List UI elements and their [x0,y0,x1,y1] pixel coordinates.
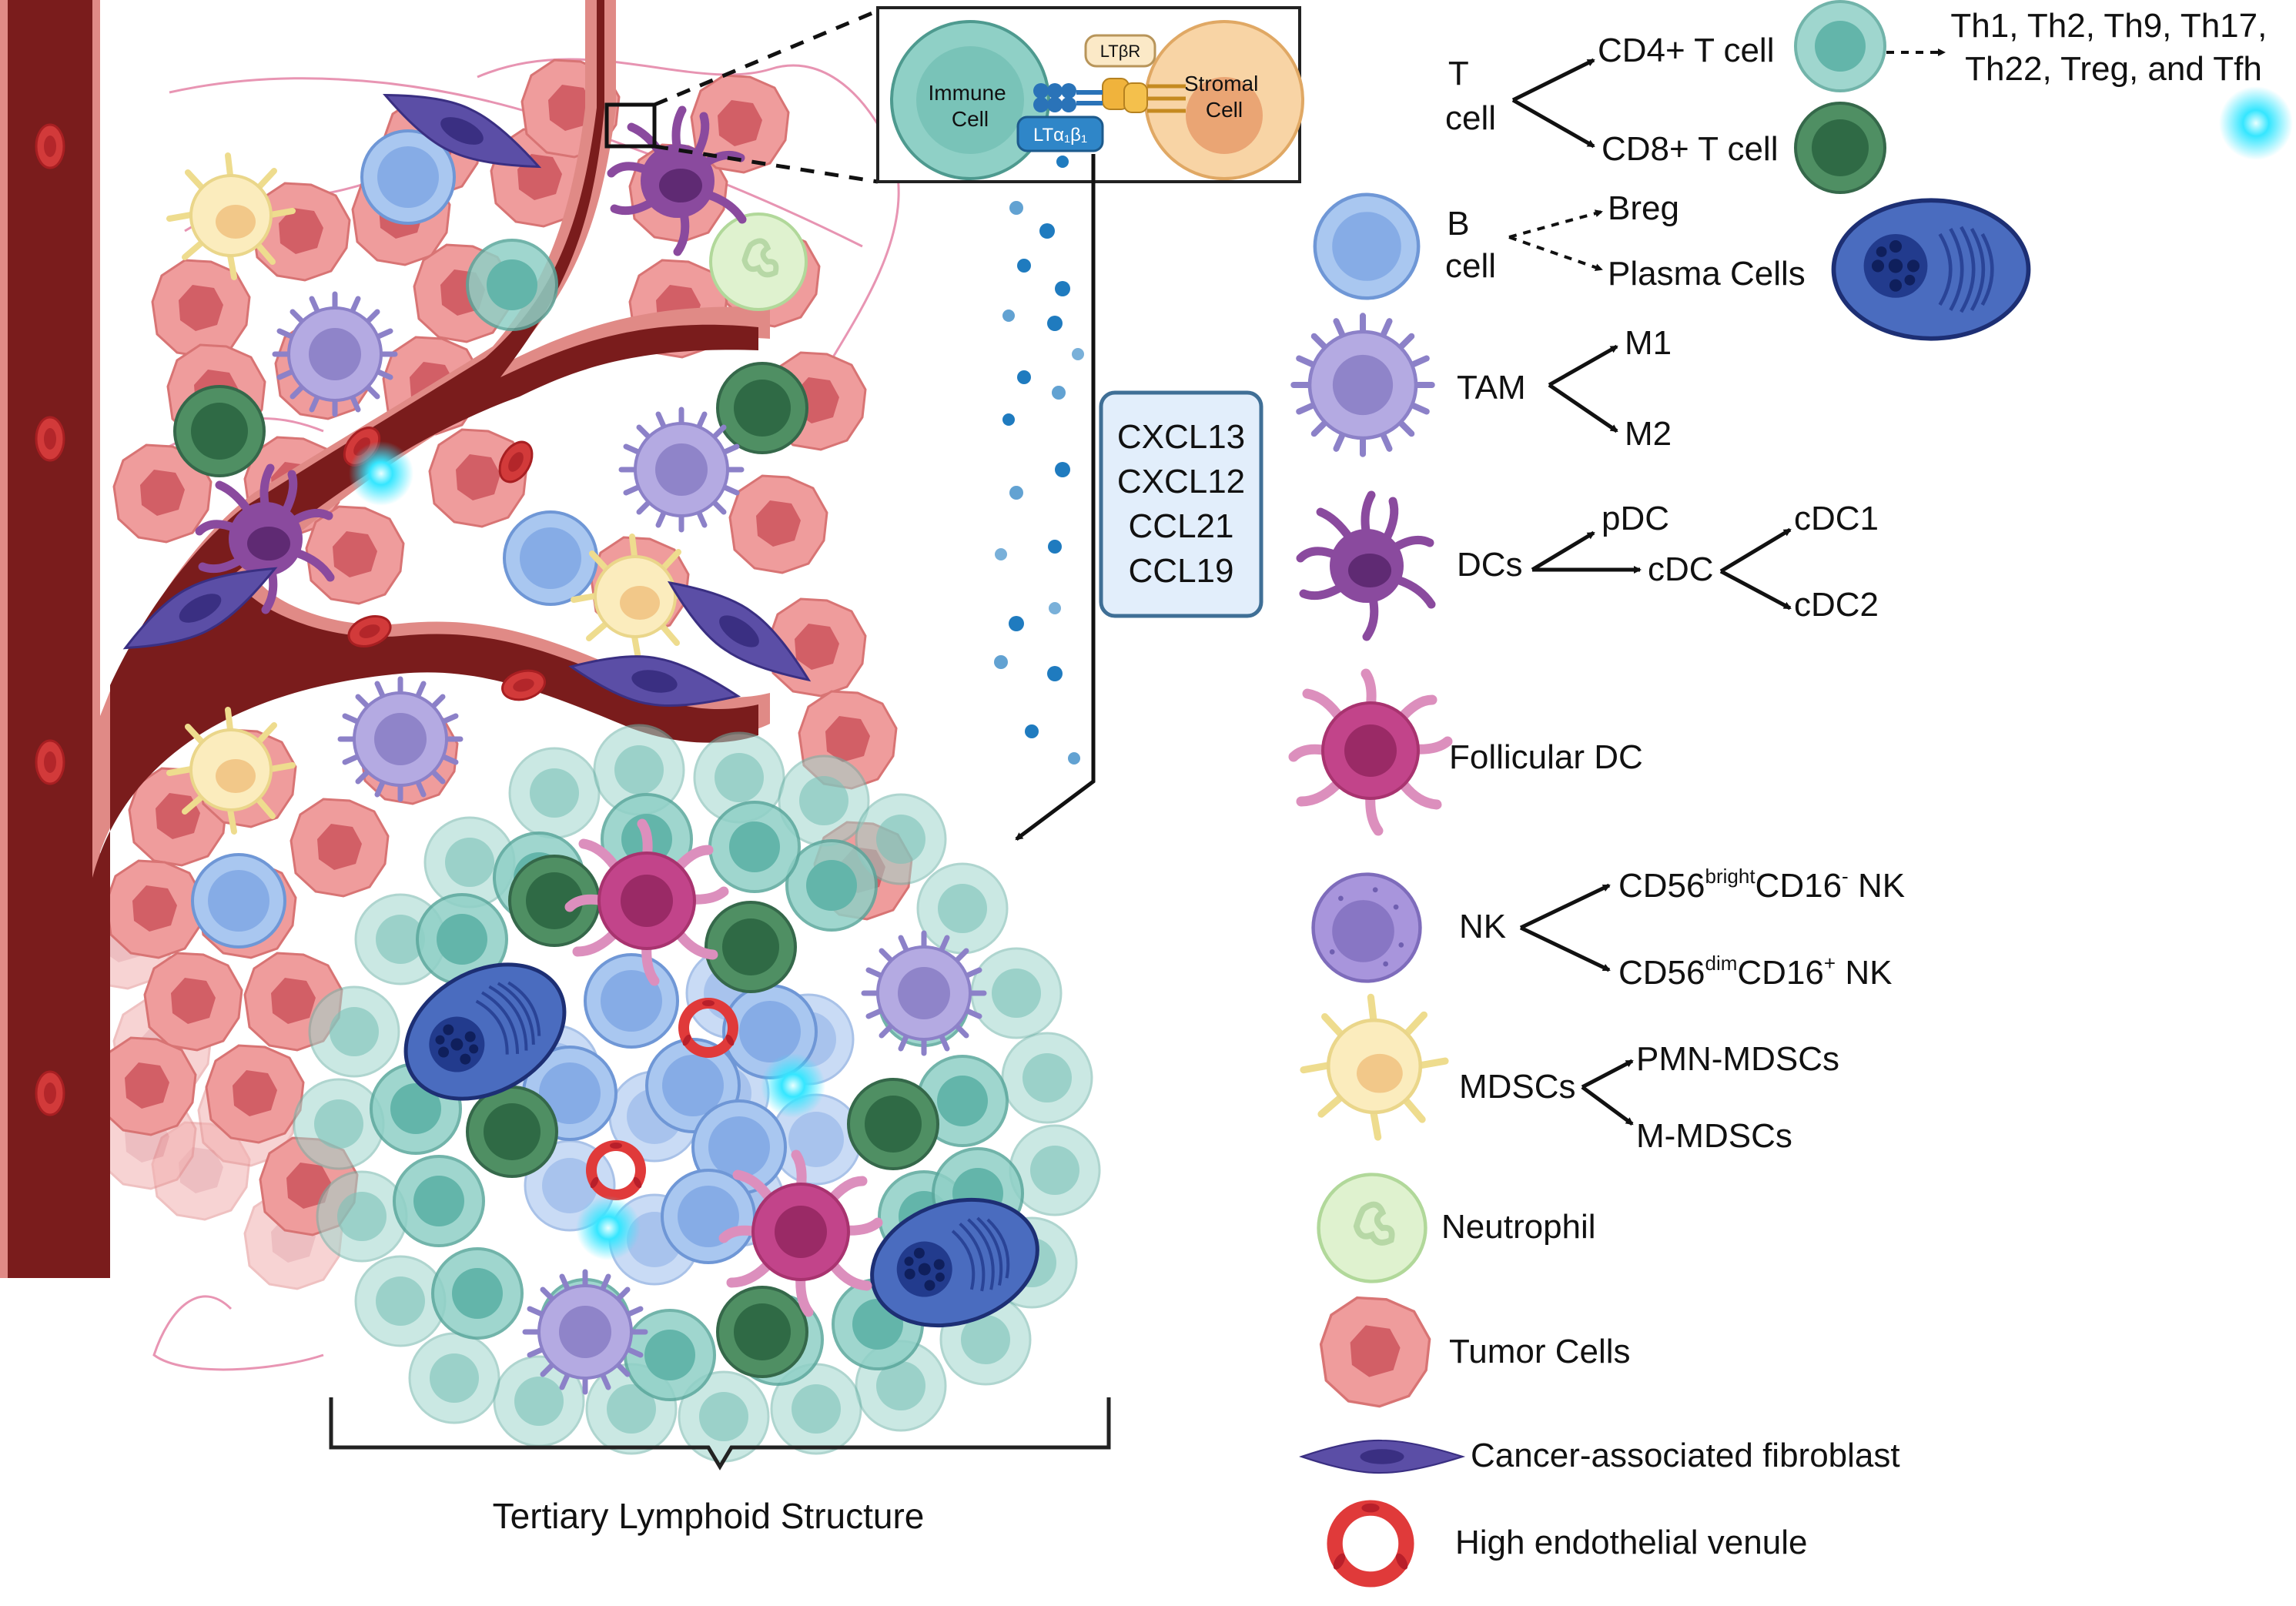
legend-pdc: pDC [1602,500,1669,537]
receptor-icon [1084,34,1186,113]
legend-th-subsets: Th1, Th2, Th9, Th17, Th22, Treg, and Tfh [1950,7,2276,88]
legend-nk-bright: CD56brightCD16- NK [1618,865,1905,905]
legend-cd4: CD4+ T cell [1598,32,1774,69]
cd8-t-cell-icon [1794,102,1886,194]
legend-plasma: Plasma Cells [1608,255,1806,293]
tls-label: Tertiary Lymphoid Structure [493,1496,925,1536]
legend-fdc: Follicular DC [1449,738,1643,776]
legend-dcs: DCs [1457,546,1523,584]
b-cell-icon [1315,195,1418,298]
legend-cd8: CD8+ T cell [1602,130,1778,168]
legend-nk: NK [1459,908,1506,945]
legend-m1: M1 [1625,324,1672,362]
chemokine-2: CXCL12 [1117,463,1245,500]
legend-cdc1: cDC1 [1794,500,1879,537]
mdsc-icon [1304,997,1445,1137]
nk-cell-icon [1314,875,1421,982]
legend-breg: Breg [1608,189,1679,227]
chemokine-1: CXCL13 [1117,418,1245,456]
ligand-label: LTα₁β₁ [1033,125,1087,146]
plasma-cell-icon [1834,200,2029,338]
lt-signaling-inset: Immune Cell Stromal Cell LTβR LTα₁β₁ [876,6,1304,183]
cell-legend: T cell CD4+ T cell CD8+ T cell Th1, Th2,… [1294,0,2293,1580]
legend-neutrophil: Neutrophil [1441,1208,1596,1246]
receptor-label: LTβR [1100,42,1141,61]
fibroblast-icon [1300,1439,1464,1474]
legend-caf: Cancer-associated fibroblast [1471,1437,1900,1474]
legend-tam: TAM [1457,369,1526,407]
immune-cell-label: Immune Cell [929,81,1012,131]
legend-pmn: PMN-MDSCs [1636,1040,1839,1078]
chemokine-4: CCL19 [1129,552,1234,590]
legend-hev: High endothelial venule [1455,1524,1807,1561]
legend-tumor: Tumor Cells [1449,1333,1631,1370]
dc-icon [1300,495,1431,637]
legend-t-cell-label: T cell [1445,55,1496,137]
legend-nk-dim: CD56dimCD16+ NK [1618,952,1892,992]
legend-cdc: cDC [1648,550,1714,588]
chemokine-3: CCL21 [1129,507,1234,545]
chemokine-box: CXCL13 CXCL12 CCL21 CCL19 [1099,390,1263,618]
chemokine-dots [994,156,1084,765]
hev-icon [1331,1504,1411,1580]
legend-mdscs: MDSCs [1459,1068,1576,1106]
ligand-icon [1016,83,1104,152]
legend-cdc2: cDC2 [1794,586,1879,624]
neutrophil-icon [1319,1175,1426,1282]
legend-mm: M-MDSCs [1636,1117,1792,1155]
cd4-t-cell-icon [1794,0,1886,92]
legend-b-cell-label: B cell [1445,205,1496,285]
glowing-cell-icon [2219,86,2293,160]
follicular-dc-icon [1294,674,1448,831]
stromal-cell-label: Stromal Cell [1184,72,1264,122]
tumor-cell-icon [1319,1296,1431,1408]
immune-cell-icon [890,20,1050,180]
tumor-microenvironment: Tertiary Lymphoid Structure [0,0,1111,1536]
tam-icon [1294,316,1431,453]
legend-m2: M2 [1625,415,1672,453]
